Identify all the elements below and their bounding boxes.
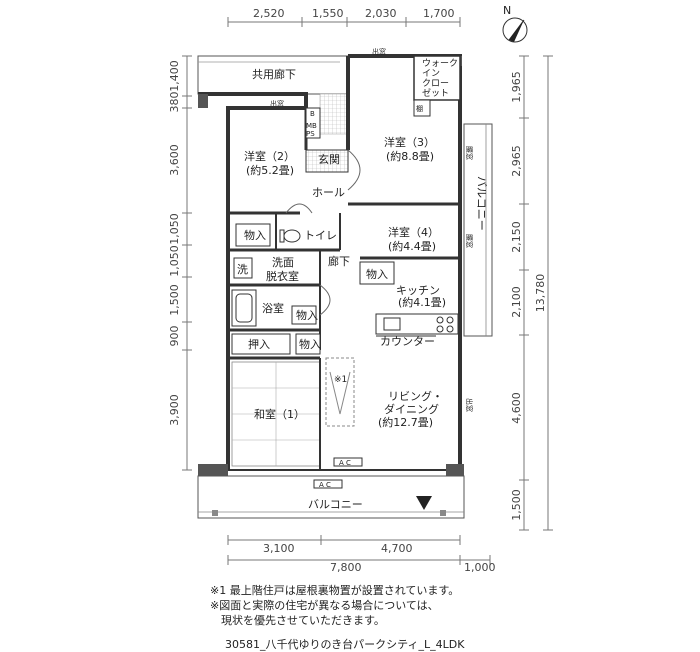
- east-balcony-label: バルコニー: [475, 176, 488, 231]
- western3-name: 洋室（3）: [384, 135, 435, 149]
- dim-left-2: 380: [168, 92, 181, 113]
- japanese-room-label: 和室（1）: [254, 407, 305, 421]
- dim-left-7: 900: [168, 326, 181, 347]
- dim-bottom-4: 1,000: [464, 561, 496, 574]
- note-line-3: 現状を優先させていただきます。: [210, 614, 385, 627]
- western4-size: (約4.4畳): [388, 239, 436, 253]
- left-dimensions: 1,400 380 3,600 1,050 1,050 1,500 900 3,…: [168, 55, 192, 471]
- dim-left-6: 1,500: [168, 284, 181, 316]
- dim-top-4: 1,700: [423, 7, 455, 20]
- walkin-line-1: ウォーク: [422, 58, 458, 69]
- dim-right-4: 2,100: [510, 286, 523, 318]
- south-balcony: A C バルコニー: [197, 475, 465, 519]
- oshiire-label: 押入: [248, 337, 270, 351]
- storage-d-label: 物入: [299, 337, 321, 351]
- kitchen: キッチン (約4.1畳) カウンター: [375, 284, 459, 348]
- ps-label: PS: [306, 130, 315, 138]
- plan-caption: 30581_八千代ゆりのき台パークシティ_L_4LDK: [225, 638, 465, 651]
- compass-north-label: N: [503, 4, 511, 17]
- living-dining: ※1 リビング・ ダイニング (約12.7畳) 出窓 A C: [325, 357, 474, 467]
- window-b-label: 出窓: [372, 47, 386, 56]
- shelf-label: 棚: [416, 104, 423, 113]
- counter-label: カウンター: [380, 335, 435, 348]
- dim-right-6: 1,500: [510, 489, 523, 521]
- toilet-label: トイレ: [304, 229, 337, 242]
- top-dimensions: 2,520 1,550 2,030 1,700: [227, 7, 461, 27]
- dim-right-2: 2,965: [510, 145, 523, 177]
- toilet-row: 物入 トイレ: [228, 213, 341, 252]
- living-line-3: (約12.7畳): [378, 415, 433, 429]
- north-compass: N: [502, 4, 528, 43]
- east-balcony: バルコニー: [463, 123, 493, 337]
- kitchen-name: キッチン: [396, 284, 440, 297]
- western2-size: (約5.2畳): [246, 163, 294, 177]
- western-room-4: 洋室（4） (約4.4畳) 腰窓: [360, 225, 474, 260]
- note-mark: ※1: [334, 375, 347, 385]
- kiriko-2-label: 腰窓: [465, 234, 474, 248]
- dim-top-1: 2,520: [253, 7, 285, 20]
- kiriko-1-label: 腰窓: [465, 146, 474, 160]
- storage-a-label: 物入: [244, 228, 266, 242]
- oshiire-row: 押入 物入: [228, 333, 321, 360]
- washroom-line-2: 脱衣室: [266, 269, 299, 283]
- walkin-line-2: イン: [422, 69, 440, 79]
- storage-b-label: 物入: [366, 267, 388, 281]
- walkin-line-4: ゼット: [422, 87, 449, 99]
- right-dimensions: 1,965 2,965 2,150 2,100 4,600 1,500 13,7…: [510, 55, 553, 531]
- note-line-2: ※図面と実際の住宅が異なる場合については、: [210, 599, 439, 612]
- common-corridor-label: 共用廊下: [252, 67, 296, 81]
- ac-2-label: A C: [319, 481, 331, 489]
- dim-left-3: 3,600: [168, 144, 181, 176]
- washroom: 洗 洗面 脱衣室 廊下: [228, 250, 350, 350]
- western4-name: 洋室（4）: [388, 225, 439, 239]
- window-c-label: 出窓: [465, 398, 474, 412]
- note-line-1: ※1 最上階住戸は屋根裏物置が設置されています。: [210, 584, 460, 597]
- western2-name: 洋室（2）: [244, 149, 295, 163]
- storage-b: 物入: [359, 261, 395, 285]
- washroom-line-1: 洗面: [272, 256, 294, 269]
- bath-label: 浴室: [262, 301, 284, 315]
- entrance-label: 玄関: [318, 152, 340, 166]
- south-balcony-label: バルコニー: [308, 498, 363, 511]
- dim-bottom-1: 3,100: [263, 542, 295, 555]
- walkin-line-3: クロー: [422, 78, 449, 89]
- western-room-3: 出窓 ウォーク イン クロー ゼット 棚 洋室（3） (約8.8畳) 腰窓: [348, 47, 474, 206]
- dim-right-3: 2,150: [510, 221, 523, 253]
- bottom-dimensions: 3,100 4,700 7,800 1,000: [227, 535, 496, 574]
- dim-left-4: 1,050: [168, 213, 181, 245]
- dim-right-total: 13,780: [534, 274, 547, 313]
- dim-right-1: 1,965: [510, 71, 523, 103]
- window-a-label: 出窓: [270, 99, 284, 108]
- hall-label: ホール: [312, 186, 345, 199]
- dim-bottom-3: 7,800: [330, 561, 362, 574]
- dim-bottom-2: 4,700: [381, 542, 413, 555]
- western-room-2: B MB PS 洋室（2） (約5.2畳): [228, 107, 321, 215]
- mb-label: MB: [306, 122, 317, 130]
- dim-right-5: 4,600: [510, 392, 523, 424]
- kitchen-size: (約4.1畳): [398, 295, 446, 309]
- dim-top-2: 1,550: [312, 7, 344, 20]
- dim-top-3: 2,030: [365, 7, 397, 20]
- floor-plan: 2,520 1,550 2,030 1,700 N 1,400 380 3,60…: [168, 4, 553, 574]
- dim-left-5: 1,050: [168, 245, 181, 277]
- b-mark: B: [310, 110, 315, 118]
- dim-left-1: 1,400: [168, 60, 181, 92]
- bathroom: 浴室 物入: [228, 289, 320, 332]
- wash-label: 洗: [237, 263, 248, 276]
- entrance-hall: 玄関 ホール: [285, 149, 361, 214]
- dim-left-8: 3,900: [168, 394, 181, 426]
- living-line-1: リビング・: [388, 389, 443, 403]
- western3-size: (約8.8畳): [386, 149, 434, 163]
- corridor-label: 廊下: [328, 254, 350, 268]
- storage-c-label: 物入: [296, 308, 318, 322]
- ac-1-label: A C: [339, 459, 351, 467]
- japanese-room: 和室（1）: [231, 358, 321, 470]
- living-line-2: ダイニング: [384, 402, 439, 416]
